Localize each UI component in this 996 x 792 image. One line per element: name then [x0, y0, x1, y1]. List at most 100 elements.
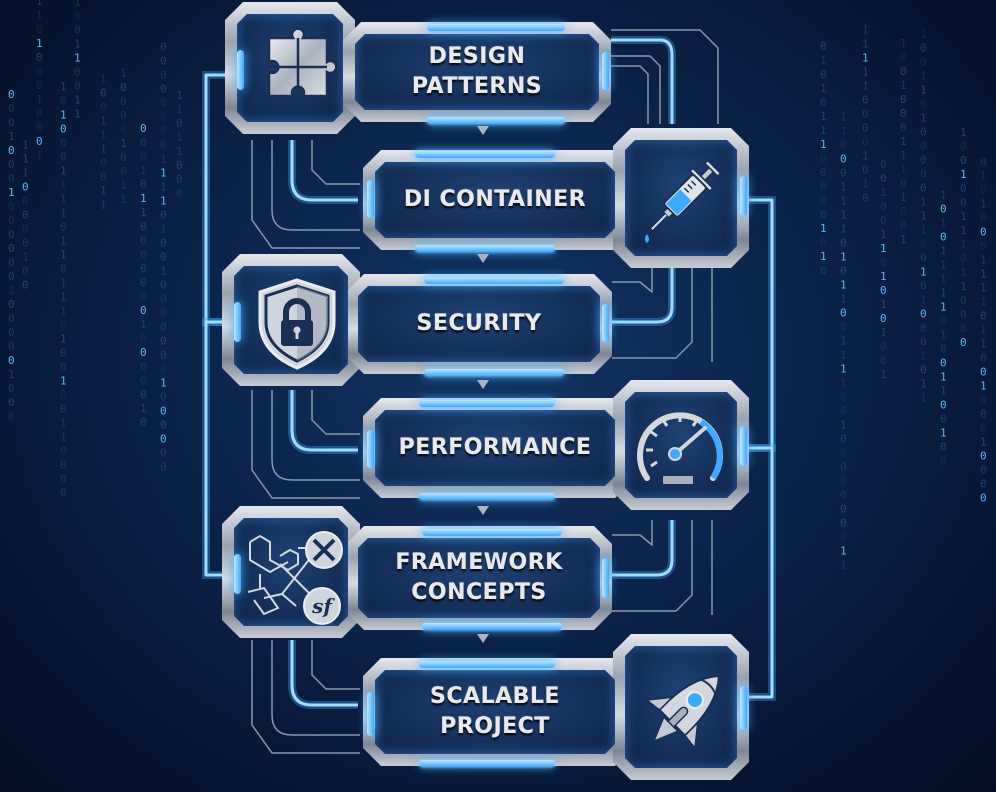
binary-digit: 0 — [36, 65, 43, 78]
step-label: SCALABLE PROJECT — [430, 684, 560, 739]
binary-digit: 0 — [920, 321, 927, 334]
binary-digit: 0 — [140, 136, 147, 149]
trace-to-step — [611, 38, 674, 124]
flow-arrow-icon — [477, 634, 489, 643]
binary-digit: 1 — [862, 178, 869, 191]
binary-digit: 0 — [862, 108, 869, 121]
binary-digit: 0 — [862, 136, 869, 149]
binary-digit: 1 — [160, 194, 167, 207]
binary-digit: 0 — [940, 454, 947, 467]
binary-digit: 0 — [100, 170, 107, 183]
binary-digit: 0 — [36, 135, 43, 148]
binary-digit: 1 — [940, 384, 947, 397]
binary-digit: 1 — [74, 108, 81, 121]
binary-digit: 0 — [36, 51, 43, 64]
binary-digit: 1 — [36, 0, 43, 8]
flow-arrow-icon — [477, 506, 489, 515]
binary-digit: 1 — [36, 149, 43, 162]
binary-digit: 1 — [960, 280, 967, 293]
trace-to-step — [611, 65, 649, 124]
binary-digit: 0 — [980, 422, 987, 435]
binary-digit: 1 — [920, 293, 927, 306]
binary-digit: 0 — [140, 234, 147, 247]
binary-digit: 0 — [840, 517, 847, 530]
binary-digit: 0 — [160, 250, 167, 263]
binary-digit: 0 — [880, 340, 887, 353]
binary-digit: 0 — [8, 382, 15, 395]
binary-digit: 0 — [820, 180, 827, 193]
binary-digit: 0 — [100, 86, 107, 99]
binary-digit: 0 — [820, 68, 827, 81]
binary-digit: 0 — [140, 332, 147, 345]
binary-digit: 0 — [140, 360, 147, 373]
trace-to-step — [311, 640, 360, 690]
binary-digit: 1 — [940, 244, 947, 257]
binary-digit: 0 — [8, 242, 15, 255]
binary-digit: 0 — [8, 256, 15, 269]
flow-arrow-icon — [477, 254, 489, 263]
binary-digit: 1 — [22, 139, 29, 152]
binary-digit: 0 — [176, 173, 183, 186]
trace-to-step — [251, 140, 360, 249]
binary-digit: 1 — [820, 110, 827, 123]
binary-digit: 0 — [960, 336, 967, 349]
binary-digit: 0 — [880, 172, 887, 185]
binary-digit: 0 — [900, 219, 907, 232]
binary-digit: 0 — [160, 292, 167, 305]
binary-digit: 1 — [980, 268, 987, 281]
binary-digit: 1 — [980, 282, 987, 295]
binary-digit: 1 — [60, 192, 67, 205]
binary-digit: 1 — [900, 149, 907, 162]
binary-digit: 0 — [920, 307, 927, 320]
binary-digit: 0 — [880, 214, 887, 227]
binary-digit: 1 — [900, 135, 907, 148]
binary-digit: 1 — [160, 376, 167, 389]
binary-digit: 0 — [880, 284, 887, 297]
binary-digit: 1 — [940, 188, 947, 201]
svg-text:sf: sf — [311, 594, 335, 618]
binary-digit: 0 — [840, 433, 847, 446]
trace-to-step — [251, 390, 360, 499]
flow-arrow-icon — [477, 126, 489, 135]
step-di-container: DI CONTAINER — [363, 128, 749, 268]
binary-digit: 1 — [8, 130, 15, 143]
binary-digit: 0 — [840, 307, 847, 320]
right-loop-connector — [749, 446, 774, 699]
binary-digit: 0 — [980, 366, 987, 379]
trace-to-step — [290, 640, 358, 707]
binary-digit: 0 — [820, 166, 827, 179]
binary-digit: 1 — [60, 374, 67, 387]
binary-digit: 0 — [980, 464, 987, 477]
binary-digit: 0 — [820, 208, 827, 221]
binary-digit: 1 — [60, 164, 67, 177]
binary-digit: 0 — [8, 172, 15, 185]
binary-digit: 0 — [140, 374, 147, 387]
trace-to-step — [612, 268, 674, 324]
binary-digit: 1 — [840, 125, 847, 138]
syringe-icon — [645, 159, 722, 243]
binary-digit: 0 — [940, 412, 947, 425]
binary-digit: 1 — [900, 163, 907, 176]
binary-digit: 1 — [22, 167, 29, 180]
binary-digit: 0 — [900, 205, 907, 218]
binary-digit: 0 — [940, 440, 947, 453]
binary-digit: 1 — [940, 426, 947, 439]
binary-digit: 1 — [60, 80, 67, 93]
binary-digit: 1 — [920, 209, 927, 222]
binary-digit: 0 — [862, 122, 869, 135]
binary-digit: 1 — [176, 89, 183, 102]
binary-digit: 0 — [22, 181, 29, 194]
binary-digit: 1 — [74, 52, 81, 65]
binary-digit: 0 — [960, 294, 967, 307]
binary-digit: 1 — [920, 83, 927, 96]
binary-digit: 1 — [840, 111, 847, 124]
speedometer-icon — [637, 412, 723, 484]
binary-digit: 0 — [140, 290, 147, 303]
binary-digit: 1 — [60, 276, 67, 289]
binary-digit: 0 — [160, 404, 167, 417]
binary-digit: 1 — [100, 184, 107, 197]
binary-digit: 0 — [820, 194, 827, 207]
binary-digit: 1 — [920, 27, 927, 40]
binary-digit: 1 — [22, 251, 29, 264]
